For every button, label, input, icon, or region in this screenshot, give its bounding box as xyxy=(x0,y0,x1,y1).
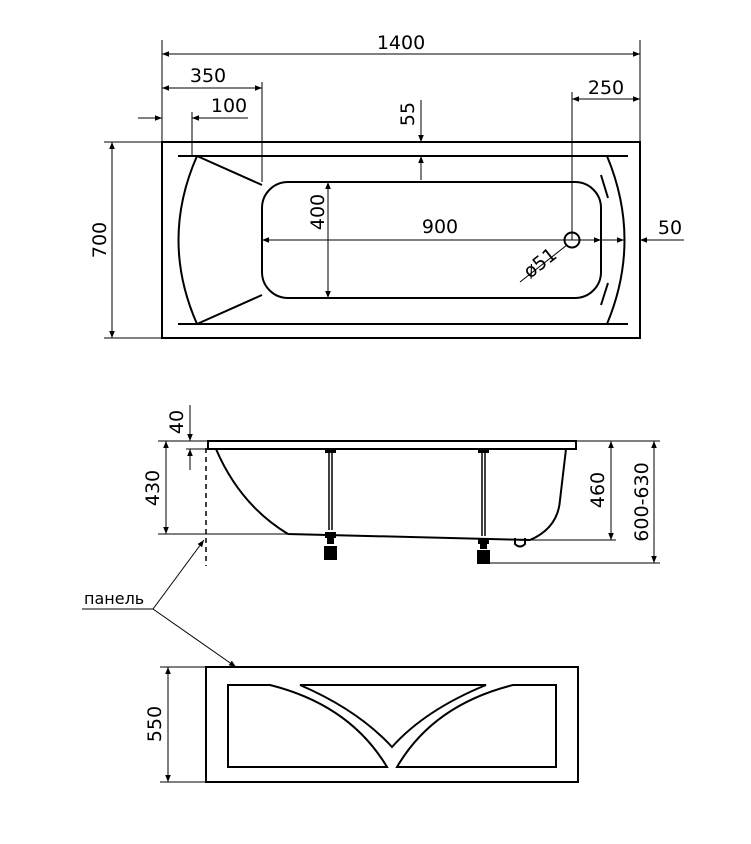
tub-body xyxy=(215,448,567,542)
leg-right xyxy=(477,449,490,564)
dim-250: 250 xyxy=(588,77,624,99)
tub-rim xyxy=(207,440,577,450)
dim-350: 350 xyxy=(190,65,226,87)
foot-end-curve xyxy=(606,155,626,325)
dim-430: 430 xyxy=(142,470,164,506)
side-view: 40 430 460 600-630 xyxy=(142,405,660,566)
dim-50: 50 xyxy=(658,217,682,239)
leg-left xyxy=(324,449,337,560)
panel-top-shape xyxy=(299,684,487,749)
dim-55: 55 xyxy=(397,102,419,126)
panel-view: панель 550 xyxy=(82,539,579,783)
dim-600-630: 600-630 xyxy=(631,462,653,541)
panel-left-shape xyxy=(227,684,389,768)
dim-40: 40 xyxy=(166,410,188,434)
dim-900: 900 xyxy=(422,216,458,238)
dim-1400: 1400 xyxy=(377,32,425,54)
top-view: 1400 350 100 55 250 700 400 900 ø51 xyxy=(89,32,684,339)
panel-right-shape xyxy=(395,684,557,768)
panel-outline xyxy=(205,666,579,783)
dim-550: 550 xyxy=(144,706,166,742)
dim-700: 700 xyxy=(89,222,111,258)
dim-460: 460 xyxy=(587,472,609,508)
dim-400: 400 xyxy=(307,194,329,230)
panel-label: панель xyxy=(84,589,144,608)
dim-100: 100 xyxy=(211,95,247,117)
head-end-curve xyxy=(177,155,198,325)
